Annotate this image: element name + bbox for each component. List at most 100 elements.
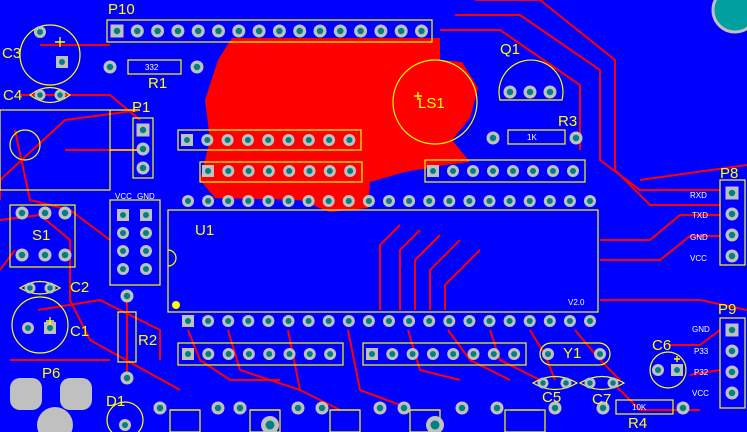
- r3-outline: [507, 129, 566, 145]
- header-bottom-right-outline: [362, 342, 527, 366]
- ref-c3: C3: [2, 45, 21, 62]
- drill-hole: [327, 351, 334, 357]
- drill-hole: [41, 251, 49, 259]
- drill-hole: [386, 318, 392, 324]
- drill-hole: [305, 137, 312, 143]
- drill-hole: [205, 318, 212, 324]
- drill-hole: [325, 198, 332, 204]
- c7-outline: [578, 375, 626, 391]
- drill-hole: [25, 325, 31, 331]
- drill-hole: [305, 198, 312, 204]
- drill-hole: [204, 137, 211, 143]
- drill-hole: [61, 251, 69, 259]
- drill-hole: [426, 198, 433, 204]
- drill-hole: [489, 134, 497, 142]
- ls1-outline: [392, 59, 478, 145]
- ref-c7: C7: [592, 391, 611, 408]
- value-r3: 1K: [527, 133, 537, 142]
- drill-hole: [225, 351, 232, 357]
- drill-hole: [276, 27, 283, 35]
- drill-hole: [511, 351, 518, 357]
- drill-hole: [418, 27, 425, 35]
- drill-hole: [566, 198, 573, 204]
- drill-hole: [337, 27, 344, 35]
- drill-hole: [728, 368, 736, 376]
- drill-hole: [597, 351, 603, 357]
- header-bottom-left-outline: [177, 342, 344, 366]
- drill-hole: [655, 367, 661, 373]
- drill-hole: [572, 134, 580, 142]
- drill-hole: [205, 198, 212, 204]
- drill-hole: [225, 198, 232, 204]
- drill-hole: [599, 404, 607, 412]
- drill-hole: [185, 351, 191, 357]
- drill-hole: [265, 137, 272, 143]
- ref-r3: R3: [558, 113, 577, 130]
- drill-hole: [139, 126, 147, 134]
- drill-hole: [57, 92, 63, 98]
- drill-hole: [184, 137, 190, 143]
- drill-hole: [194, 27, 202, 35]
- drill-hole: [526, 198, 533, 204]
- q1-outline: [498, 59, 564, 101]
- drill-hole: [265, 168, 272, 174]
- ref-r1: R1: [148, 75, 167, 92]
- drill-hole: [466, 198, 473, 204]
- ref-c2: C2: [70, 279, 89, 296]
- drill-hole: [563, 380, 569, 386]
- drill-hole: [37, 92, 43, 98]
- drill-hole: [265, 198, 272, 204]
- drill-hole: [143, 230, 149, 236]
- drill-hole: [587, 380, 593, 386]
- drill-hole: [37, 29, 43, 35]
- corner-pad: [711, 0, 747, 34]
- ref-p6: P6: [42, 365, 60, 382]
- drill-hole: [143, 212, 149, 218]
- drill-hole: [113, 27, 121, 35]
- p9-outline: [719, 317, 746, 409]
- drill-hole: [325, 318, 332, 324]
- drill-hole: [429, 351, 436, 357]
- drill-hole: [120, 266, 126, 272]
- drill-hole: [365, 198, 372, 204]
- drill-hole: [286, 351, 293, 357]
- drill-hole: [255, 27, 263, 35]
- ref-p1: P1: [132, 99, 150, 116]
- y1-outline: [539, 342, 611, 366]
- drill-hole: [225, 318, 232, 324]
- p10-outline: [106, 19, 433, 43]
- label-p9-gnd: GND: [692, 325, 710, 334]
- drill-hole: [377, 27, 385, 35]
- drill-hole: [122, 422, 128, 428]
- ref-q1: Q1: [500, 41, 520, 58]
- drill-hole: [294, 404, 302, 412]
- c6-outline: [649, 351, 687, 389]
- ref-d1: D1: [106, 393, 125, 410]
- value-u1-version: V2.0: [568, 298, 585, 307]
- drill-hole: [570, 168, 576, 174]
- drill-hole: [120, 248, 126, 254]
- drill-hole: [546, 198, 553, 204]
- drill-hole: [285, 137, 292, 143]
- drill-hole: [386, 198, 392, 204]
- drill-hole: [143, 248, 149, 254]
- drill-hole: [214, 404, 222, 412]
- value-r4: 10K: [632, 403, 647, 412]
- drill-hole: [446, 318, 453, 324]
- drill-hole: [120, 212, 126, 218]
- drill-hole: [245, 168, 252, 174]
- ref-c4: C4: [3, 87, 22, 104]
- p6-pad-1: [10, 378, 42, 410]
- p8-outline: [719, 179, 746, 266]
- drill-hole: [205, 351, 212, 357]
- drill-hole: [41, 209, 49, 217]
- drill-hole: [265, 318, 272, 324]
- drill-hole: [285, 198, 292, 204]
- d1-outline: [106, 401, 144, 432]
- drill-hole: [236, 404, 244, 412]
- drill-hole: [728, 252, 736, 260]
- drill-hole: [466, 318, 473, 324]
- drill-hole: [426, 318, 433, 324]
